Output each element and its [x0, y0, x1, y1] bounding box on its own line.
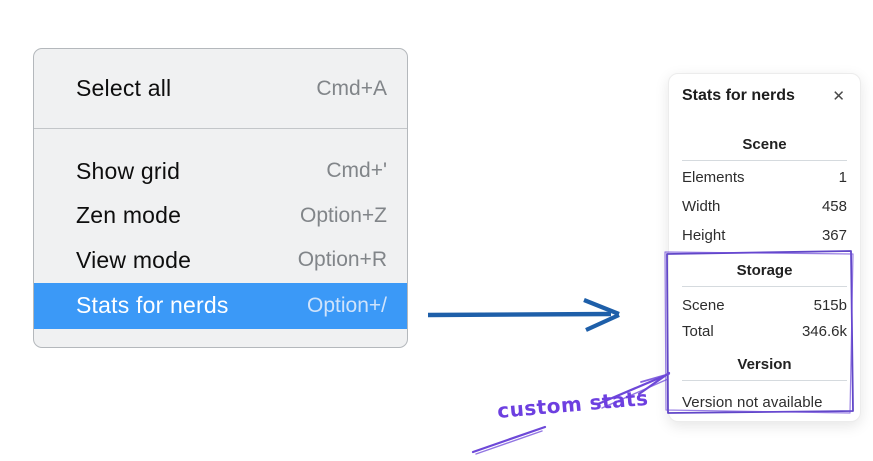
stat-value: 515b [813, 297, 847, 314]
flow-arrow-icon [427, 298, 620, 332]
section-rule [682, 286, 847, 287]
menu-item-shortcut: Option+/ [307, 293, 387, 317]
annotation-label: custom stats [496, 385, 650, 423]
section-header-version: Version [737, 356, 792, 373]
stat-row-elements: Elements 1 [682, 163, 847, 192]
stat-value: 367 [821, 227, 847, 244]
stat-row-height: Height 367 [682, 221, 847, 250]
stat-value: 458 [821, 198, 847, 215]
storage-rows: Scene 515b Total 346.6k [682, 293, 847, 345]
menu-item-shortcut: Option+R [297, 248, 387, 272]
stat-label: Height [682, 227, 726, 244]
menu-item-shortcut: Cmd+A [316, 76, 387, 100]
stat-row-scene-size: Scene 515b [682, 293, 847, 319]
stat-value: 346.6k [801, 323, 847, 340]
menu-spacer [34, 129, 407, 149]
menu-item-select-all[interactable]: Select all Cmd+A [34, 49, 407, 128]
section-rule [682, 160, 847, 161]
stat-label: Total [682, 323, 714, 340]
close-icon[interactable]: ✕ [832, 87, 845, 105]
stats-panel: Stats for nerds ✕ Scene Elements 1 Width… [668, 73, 861, 422]
menu-item-label: View mode [76, 246, 192, 273]
stat-label: Elements [682, 169, 745, 186]
stat-label: Scene [682, 297, 725, 314]
menu-item-view-mode[interactable]: View mode Option+R [34, 238, 407, 283]
menu-item-show-grid[interactable]: Show grid Cmd+' [34, 149, 407, 194]
section-rule [682, 380, 847, 381]
menu-item-label: Stats for nerds [76, 292, 229, 318]
stats-panel-title: Stats for nerds [682, 87, 795, 104]
section-header-storage: Storage [736, 262, 793, 279]
scene-rows: Elements 1 Width 458 Height 367 [682, 163, 847, 250]
menu-item-shortcut: Cmd+' [326, 159, 387, 183]
menu-item-label: Show grid [76, 157, 181, 184]
stat-value: 1 [838, 169, 847, 186]
section-header-scene: Scene [742, 136, 787, 153]
menu-item-label: Zen mode [76, 202, 182, 229]
version-note: Version not available [682, 394, 823, 411]
stat-row-width: Width 458 [682, 192, 847, 221]
stats-panel-header: Stats for nerds ✕ [682, 85, 847, 107]
menu-divider [34, 128, 407, 129]
menu-item-label: Select all [76, 75, 172, 101]
menu-item-stats-for-nerds[interactable]: Stats for nerds Option+/ [34, 282, 407, 329]
menu-item-shortcut: Option+Z [300, 203, 387, 227]
stat-label: Width [682, 198, 721, 215]
context-menu: Select all Cmd+A Show grid Cmd+' Zen mod… [33, 48, 408, 348]
menu-item-zen-mode[interactable]: Zen mode Option+Z [34, 194, 407, 239]
stat-row-total-size: Total 346.6k [682, 319, 847, 345]
